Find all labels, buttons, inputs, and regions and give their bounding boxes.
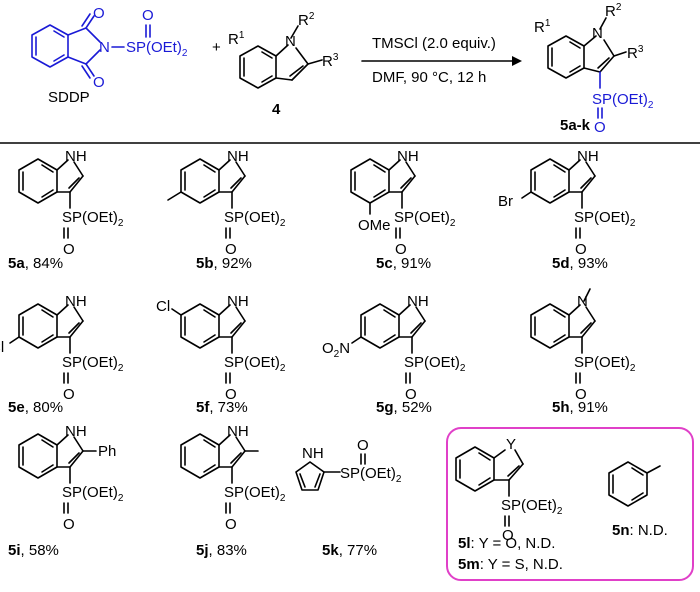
product-caption-5i: 5i, 58% xyxy=(8,542,59,559)
product-caption-5g: 5g, 52% xyxy=(376,399,432,416)
structure-5n xyxy=(608,461,661,507)
product-po-o: O xyxy=(594,119,606,136)
sp-group-5: SP(OEt)2 xyxy=(224,354,286,374)
structure-5k: NH SP(OEt)2 O xyxy=(295,437,402,491)
indole-nh-8: NH xyxy=(65,423,87,440)
product-caption-5h: 5h, 91% xyxy=(552,399,608,416)
product-caption-5a: 5a, 84% xyxy=(8,255,63,272)
product-general: N R2 R3 R1 SP(OEt)2 O 5a-k xyxy=(534,2,654,136)
sp-group-5k: SP(OEt)2 xyxy=(340,465,402,485)
sp-group-9: SP(OEt)2 xyxy=(224,484,286,504)
structure-5e: NH SP(OEt)2O Cl xyxy=(0,293,124,403)
reagent-name: SDDP xyxy=(48,89,90,106)
sddp-reagent: O O N SP(OEt)2 O SDDP xyxy=(31,5,188,106)
sulfonyl-oxygen-1: O xyxy=(225,241,237,258)
reaction-arrow: TMSCl (2.0 equiv.) DMF, 90 °C, 12 h xyxy=(361,35,522,86)
reagent-sp-group: SP(OEt)2 xyxy=(126,39,188,59)
plus-sign: + xyxy=(212,39,221,56)
product-r2: R2 xyxy=(605,2,622,20)
structure-5i: NH SP(OEt)2O Ph xyxy=(18,423,124,533)
failed-caption-5n: 5n: N.D. xyxy=(612,522,668,539)
heteroatom-y: Y xyxy=(506,436,516,453)
sulfonyl-oxygen-4: O xyxy=(63,386,75,403)
sp-group-1: SP(OEt)2 xyxy=(224,209,286,229)
structure-5h: N SP(OEt)2O xyxy=(530,288,636,403)
product-caption-5e: 5e, 80% xyxy=(8,399,63,416)
reagent-po-o: O xyxy=(142,7,154,24)
sulfonyl-oxygen-2: O xyxy=(395,241,407,258)
structure-5b: NH SP(OEt)2O xyxy=(167,148,286,258)
structure-5g: NH SP(OEt)2O O2N xyxy=(322,293,466,403)
product-r1: R1 xyxy=(534,18,551,36)
substrate-r1: R1 xyxy=(228,30,245,48)
product-caption-5k: 5k, 77% xyxy=(322,542,377,559)
indole-nh-3: NH xyxy=(577,148,599,165)
indole-nh-6: NH xyxy=(407,293,429,310)
chloro-substituent: Cl xyxy=(156,298,170,315)
sp-group-8: SP(OEt)2 xyxy=(62,484,124,504)
sulfonyl-oxygen-0: O xyxy=(63,241,75,258)
sulfonyl-oxygen-8: O xyxy=(63,516,75,533)
failed-caption-5l: 5l: Y = O, N.D. xyxy=(458,535,555,552)
indole-nh-4: NH xyxy=(65,293,87,310)
sp-group-2: SP(OEt)2 xyxy=(394,209,456,229)
indole-nh-5: NH xyxy=(227,293,249,310)
conditions-top: TMSCl (2.0 equiv.) xyxy=(372,35,496,52)
product-caption-5j: 5j, 83% xyxy=(196,542,247,559)
reagent-n: N xyxy=(99,39,110,56)
sulfonyl-oxygen-3: O xyxy=(575,241,587,258)
product-id: 5a-k xyxy=(560,117,591,134)
product-caption-5f: 5f, 73% xyxy=(196,399,248,416)
reagent-o-bottom: O xyxy=(93,74,105,91)
sp-group-0: SP(OEt)2 xyxy=(62,209,124,229)
sulfonyl-oxygen-5: O xyxy=(225,386,237,403)
sp-group-4: SP(OEt)2 xyxy=(62,354,124,374)
failed-caption-5m: 5m: Y = S, N.D. xyxy=(458,556,563,573)
sp-group-3: SP(OEt)2 xyxy=(574,209,636,229)
indole-nh-7: N xyxy=(577,293,588,310)
structure-5f: NH SP(OEt)2O Cl xyxy=(156,293,286,403)
reagent-o-top: O xyxy=(93,5,105,22)
phenyl-substituent: Ph xyxy=(98,443,116,460)
substrate-n: N xyxy=(285,33,296,50)
structure-5a: NH SP(OEt)2O xyxy=(18,148,124,258)
indole-substrate: N R2 R3 R1 4 xyxy=(228,11,339,118)
product-caption-5d: 5d, 93% xyxy=(552,255,608,272)
indole-nh-2: NH xyxy=(397,148,419,165)
product-caption-5c: 5c, 91% xyxy=(376,255,431,272)
substrate-r2: R2 xyxy=(298,11,315,29)
product-sp-group: SP(OEt)2 xyxy=(592,91,654,111)
structure-5d: NH SP(OEt)2O Br xyxy=(498,148,636,258)
sp-group-6: SP(OEt)2 xyxy=(404,354,466,374)
sulfonyl-oxygen-5k: O xyxy=(357,437,369,454)
indole-nh-9: NH xyxy=(227,423,249,440)
pyrrole-nh: NH xyxy=(302,445,324,462)
structure-5j: NH SP(OEt)2O xyxy=(180,423,286,533)
methoxy-group: OMe xyxy=(358,217,391,234)
product-n: N xyxy=(592,25,603,42)
bromo-substituent: Br xyxy=(498,193,513,210)
sp-group-5l: SP(OEt)2 xyxy=(501,497,563,517)
substrate-id: 4 xyxy=(272,101,281,118)
sp-group-7: SP(OEt)2 xyxy=(574,354,636,374)
sulfonyl-oxygen-6: O xyxy=(405,386,417,403)
substrate-r3: R3 xyxy=(322,52,339,70)
sulfonyl-oxygen-7: O xyxy=(575,386,587,403)
indole-nh-0: NH xyxy=(65,148,87,165)
nitro-group: O2N xyxy=(322,340,350,360)
chloro-substituent: Cl xyxy=(0,339,4,356)
conditions-bottom: DMF, 90 °C, 12 h xyxy=(372,69,486,86)
sulfonyl-oxygen-9: O xyxy=(225,516,237,533)
indole-nh-1: NH xyxy=(227,148,249,165)
structure-5l-5m: Y SP(OEt)2O xyxy=(455,436,563,544)
product-caption-5b: 5b, 92% xyxy=(196,255,252,272)
product-r3: R3 xyxy=(627,44,644,62)
sulfonyl-oxygen-5l: O xyxy=(502,527,514,544)
